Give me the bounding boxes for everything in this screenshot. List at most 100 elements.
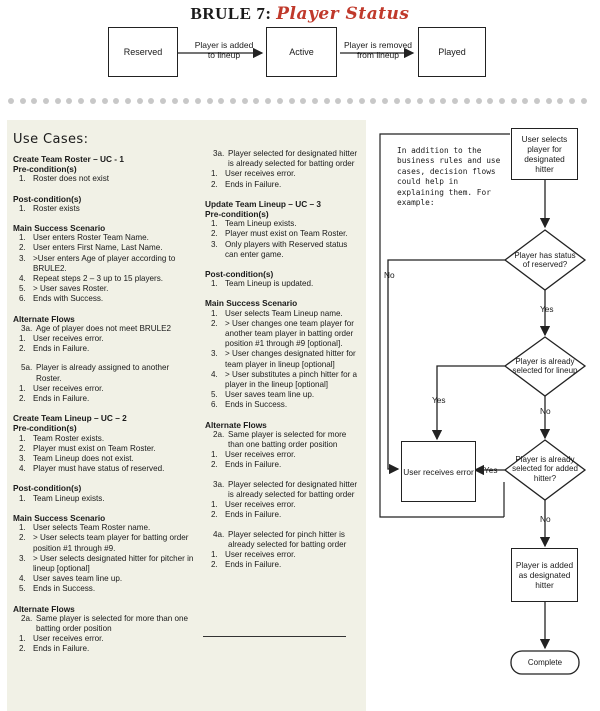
dot [452,98,459,104]
item-number: 2a. [21,613,33,623]
list-item: 2.> User changes one team player for ano… [205,319,361,350]
item-text: Ends in Failure. [225,179,282,189]
item-text: User receives error. [225,500,296,510]
item-text: User selects Team Roster name. [33,523,151,533]
dot [300,98,307,104]
dot [124,98,131,104]
item-number: 5. [211,390,218,400]
dot [522,98,529,104]
list-item: 1. User receives error. [13,384,195,394]
title-script: Player Status [276,4,410,24]
item-text: >User enters Age of player according to … [33,253,176,273]
dot [136,98,143,104]
item-text: Team Lineup exists. [33,493,105,503]
item-text: Player is already assigned to another Ro… [36,363,170,383]
section-heading: Pre-condition(s) [205,209,269,220]
decision-added-hitter: Player is already selected for added hit… [512,454,578,483]
item-number: 2. [19,394,26,404]
dot [533,98,540,104]
list-item: 3.Team Lineup does not exist. [13,454,195,464]
page-title: BRULE 7: Player Status [0,4,600,24]
section-heading: Main Success Scenario [13,512,106,523]
item-text: Player must exist on Team Roster. [225,229,348,239]
section-heading: Alternate Flows [13,313,75,324]
item-text: Player must exist on Team Roster. [33,443,156,453]
item-number: 1. [19,174,26,184]
item-text: Team Lineup is updated. [225,279,314,289]
item-text: Repeat steps 2 – 3 up to 15 players. [33,274,164,284]
item-text: Ends in Success. [225,400,288,410]
item-text: > User changes designated hitter for tea… [225,349,356,369]
item-number: 3. [211,349,218,359]
dot [498,98,505,104]
section-heading: Main Success Scenario [13,223,106,234]
label-yes-1: Yes [540,304,554,314]
item-text: Ends in Failure. [225,460,282,470]
dot [370,98,377,104]
item-text: User receives error. [33,383,104,393]
transition-removed-label: Player is removed from lineup [343,40,413,60]
dot [265,98,272,104]
status-diagram [178,47,415,59]
item-number: 2. [211,318,218,328]
dot [417,98,424,104]
section-heading: Alternate Flows [13,603,75,614]
state-played: Played [418,27,486,77]
section-heading: Main Success Scenario [205,298,298,309]
item-number: 1. [211,549,218,559]
item-number: 4a. [213,529,225,539]
dot [113,98,120,104]
state-active: Active [266,27,337,77]
list-item: 6.Ends with Success. [13,294,195,304]
item-number: 1. [211,500,218,510]
item-text: Ends with Success. [33,294,104,304]
decision-in-lineup: Player is already selected for lineup [512,356,578,376]
dot [440,98,447,104]
list-item: 3. > User changes designated hitter for t… [205,349,361,369]
alternate-flow-item: 4a.Player selected for pinch hitter is a… [205,530,361,550]
item-number: 2. [211,179,218,189]
flow-error-box: User receives error [401,441,476,502]
dot [54,98,61,104]
list-item: 4. Repeat steps 2 – 3 up to 15 players. [13,274,195,284]
list-item: 2.Ends in Failure. [13,344,195,354]
list-item: 4.Player must have status of reserved. [13,464,195,474]
alternate-flow-item: 2a.Same player is selected for more than… [205,430,361,450]
divider-line [203,636,346,637]
item-text: User selects Team Lineup name. [225,308,343,318]
item-text: Ends in Failure. [225,560,282,570]
label-no-1: No [384,270,395,280]
item-text: Ends in Success. [33,584,96,594]
dot [545,98,552,104]
item-number: 5. [19,284,26,294]
item-number: 4. [19,274,26,284]
dot [475,98,482,104]
dot [510,98,517,104]
dot [31,98,38,104]
item-number: 1. [19,203,26,213]
item-number: 1. [19,334,26,344]
item-number: 3a. [21,323,33,333]
title-prefix: BRULE 7: [190,4,272,23]
item-number: 2. [19,344,26,354]
list-item: 6.Ends in Success. [205,400,361,410]
alternate-flow-item: 3a.Age of player does not meet BRULE2 [13,324,195,334]
section-heading: Create Team Roster – UC - 1 [13,154,124,164]
dot [393,98,400,104]
list-item: 1.Team Lineup is updated. [205,279,361,289]
dot-divider [8,91,598,104]
dot [569,98,575,104]
item-text: Ends in Failure. [225,510,282,520]
item-number: 1. [19,634,26,644]
item-number: 1. [19,493,26,503]
item-number: 1. [211,169,218,179]
label-yes-3: Yes [484,465,498,475]
item-text: Player selected for designated hitter is… [228,149,358,169]
item-text: Team Lineup does not exist. [33,454,134,464]
section-heading: Pre-condition(s) [13,164,77,175]
list-item: 1.User receives error. [13,334,195,344]
item-number: 1. [19,383,26,393]
list-item: 1.User receives error. [205,550,361,560]
item-number: 2. [211,460,218,470]
list-item: 1.Roster does not exist [13,174,195,184]
